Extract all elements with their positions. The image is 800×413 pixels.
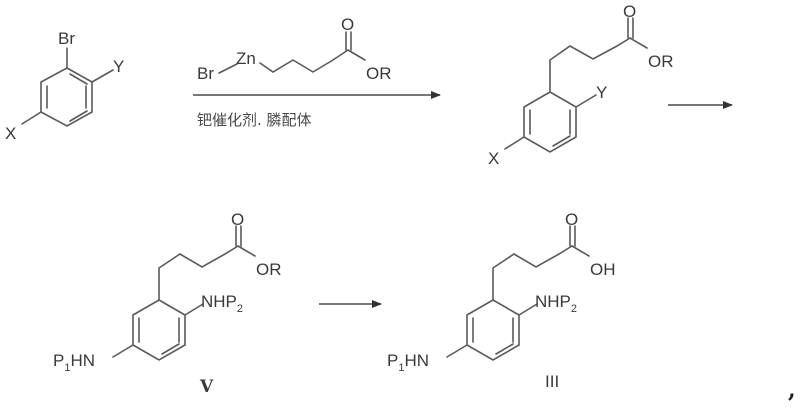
v-ester-or: OR xyxy=(256,260,282,279)
reagent-br: Br xyxy=(197,64,214,83)
reagent-ester-or: OR xyxy=(366,64,392,83)
v-nhp2: NHP2 xyxy=(201,292,243,315)
iii-p1hn: P1HN xyxy=(387,351,429,374)
intermediate-x: X xyxy=(488,149,499,168)
start-material: Br Y X xyxy=(5,29,124,143)
iii-carbonyl-o: O xyxy=(565,210,578,229)
iii-nhp2: NHP2 xyxy=(535,292,577,315)
benzene-ring xyxy=(132,299,186,361)
compound-label-v: V xyxy=(199,377,214,397)
compound-v: O OR NHP2 P1HN V xyxy=(53,210,282,397)
zinc-reagent: Br Zn O OR xyxy=(197,15,392,83)
bromo-substituent: Br xyxy=(58,29,75,48)
benzene-ring xyxy=(523,91,577,153)
reaction-conditions: 钯催化剂. 膦配体 xyxy=(197,111,312,129)
intermediate: O OR Y X xyxy=(488,2,674,168)
trailing-comma: , xyxy=(788,377,796,403)
y-substituent: Y xyxy=(113,57,124,76)
intermediate-y: Y xyxy=(596,83,607,102)
v-p1hn: P1HN xyxy=(53,351,95,374)
reagent-zn: Zn xyxy=(236,49,256,68)
v-carbonyl-o: O xyxy=(231,210,244,229)
intermediate-carbonyl-o: O xyxy=(623,2,636,21)
compound-iii: O OH NHP2 P1HN III xyxy=(387,210,616,391)
compound-label-iii: III xyxy=(545,372,559,391)
iii-acid-oh: OH xyxy=(590,260,616,279)
intermediate-ester-or: OR xyxy=(648,52,674,71)
x-substituent: X xyxy=(5,124,16,143)
reagent-carbonyl-o: O xyxy=(341,15,354,34)
benzene-ring xyxy=(40,67,93,127)
benzene-ring xyxy=(466,299,520,361)
